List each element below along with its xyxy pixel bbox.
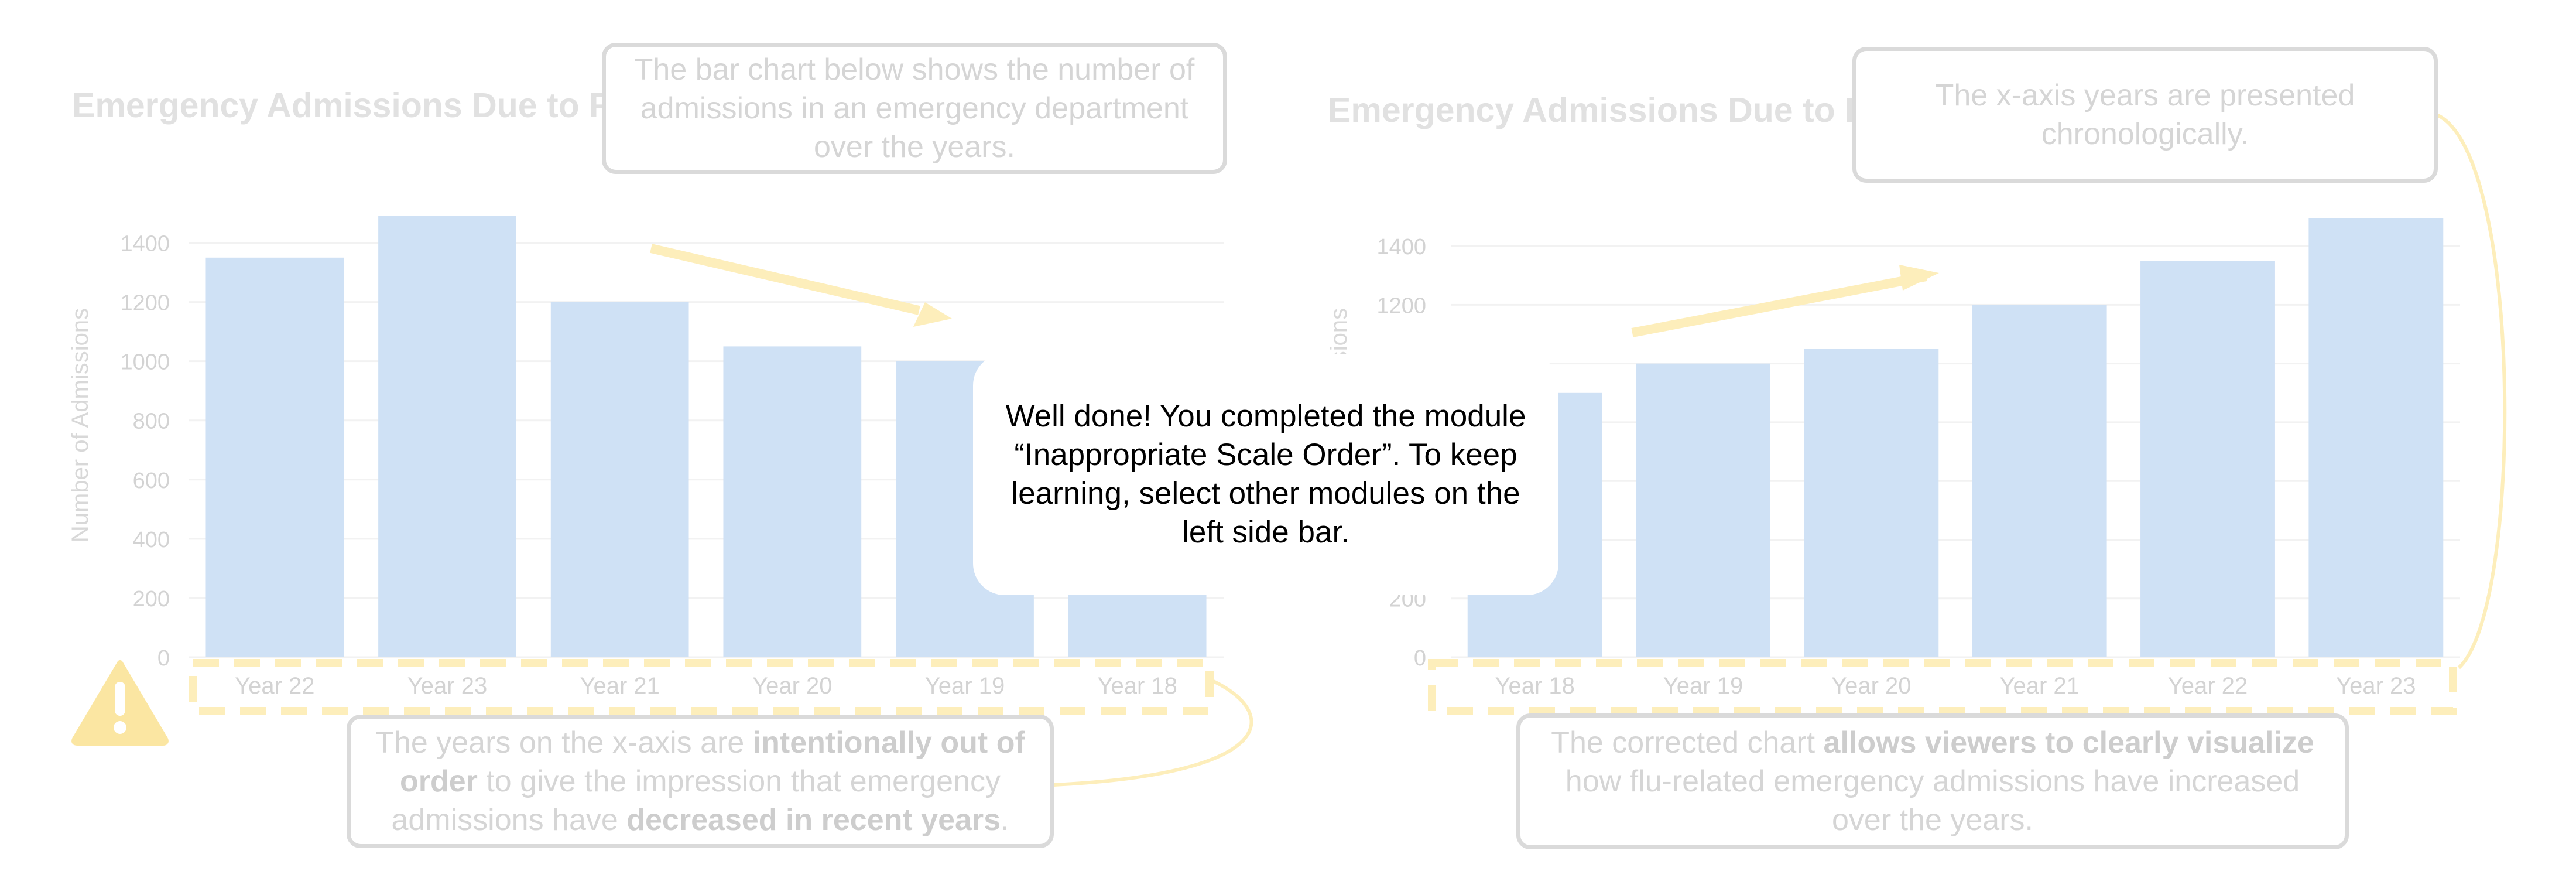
completion-message: Well done! You completed the module “Ina…: [1005, 399, 1526, 549]
y-tick-label: 1400: [1376, 235, 1426, 259]
bar: [550, 302, 689, 657]
bar: [378, 216, 516, 657]
bar: [205, 257, 344, 657]
connector-line: [1053, 678, 1253, 787]
chart-title: Emergency Admissions Due to Flu: [72, 86, 641, 125]
trend-arrow-head: [1899, 265, 1939, 291]
trend-arrow-line: [650, 244, 920, 315]
y-tick-label: 0: [1414, 646, 1426, 671]
y-axis-label: Number of Admissions: [67, 308, 93, 542]
bar: [2308, 218, 2444, 657]
x-tick-label: Year 18: [1097, 673, 1177, 699]
y-tick-label: 600: [133, 469, 170, 493]
x-tick-label: Year 22: [235, 673, 314, 699]
x-axis-highlight-box: [1428, 659, 2457, 715]
x-tick-label: Year 18: [1495, 673, 1574, 699]
x-tick-label: Year 23: [407, 673, 487, 699]
connector-line: [2435, 113, 2507, 670]
y-tick-label: 200: [133, 587, 170, 612]
x-tick-label: Year 20: [1831, 673, 1911, 699]
callout-description-text: The x-axis years are presented chronolog…: [1935, 78, 2355, 151]
y-tick-label: 1200: [1376, 293, 1426, 318]
x-tick-label: Year 21: [580, 673, 659, 699]
trend-arrow-head: [913, 302, 952, 327]
x-tick-label: Year 19: [1663, 673, 1743, 699]
x-tick-label: Year 21: [1999, 673, 2079, 699]
y-tick-label: 1000: [120, 350, 170, 375]
bar: [723, 346, 862, 657]
x-tick-label: Year 22: [2168, 673, 2248, 699]
y-tick-label: 400: [133, 528, 170, 552]
callout-description-text: The bar chart below shows the number of …: [634, 53, 1195, 164]
callout-problem: The years on the x-axis are intentionall…: [347, 715, 1054, 848]
bar: [1636, 363, 1770, 657]
x-axis-highlight-box: [189, 659, 1214, 715]
trend-arrow-line: [1631, 272, 1927, 337]
y-tick-label: 800: [133, 409, 170, 434]
callout-correction: The corrected chart allows viewers to cl…: [1516, 713, 2349, 849]
callout-description: The x-axis years are presented chronolog…: [1852, 47, 2438, 183]
bar: [1972, 305, 2107, 657]
y-tick-label: 1200: [120, 291, 170, 316]
callout-problem-text: The years on the x-axis are intentionall…: [375, 726, 1025, 837]
bar: [2140, 261, 2275, 657]
x-tick-label: Year 19: [925, 673, 1005, 699]
x-tick-label: Year 20: [752, 673, 832, 699]
y-tick-label: 0: [157, 646, 170, 671]
callout-correction-text: The corrected chart allows viewers to cl…: [1551, 726, 2314, 837]
y-tick-label: 1400: [120, 232, 170, 257]
bar: [1804, 349, 1939, 657]
chart-title: Emergency Admissions Due to Flu: [1328, 91, 1897, 129]
warning-triangle-icon: [71, 660, 169, 746]
completion-message-box: Well done! You completed the module “Ina…: [973, 354, 1558, 595]
callout-description: The bar chart below shows the number of …: [602, 43, 1227, 174]
x-tick-label: Year 23: [2336, 673, 2416, 699]
